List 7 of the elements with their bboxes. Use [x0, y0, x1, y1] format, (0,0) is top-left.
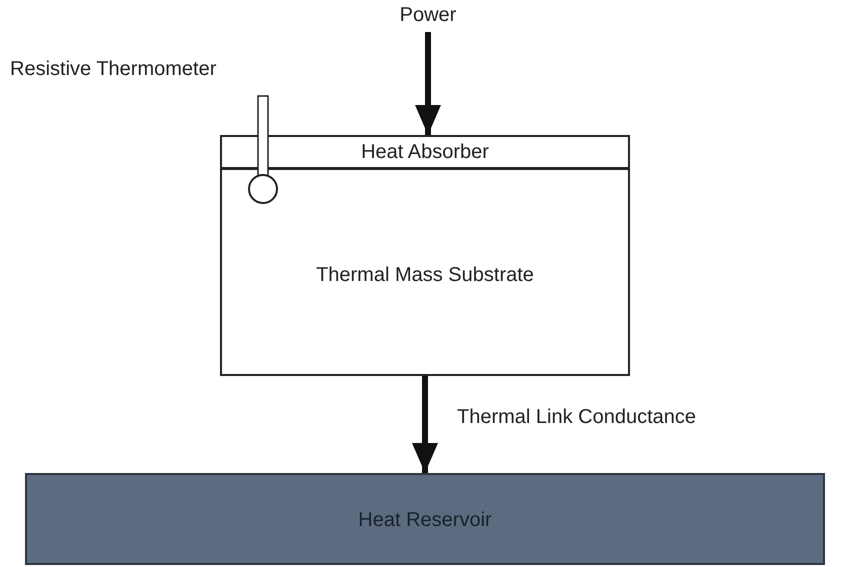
substrate-box: Thermal Mass Substrate [220, 168, 630, 376]
component-label: Resistive Thermometer [10, 58, 216, 81]
reservoir-block: Heat Reservoir [25, 473, 825, 565]
absorber-layer: Heat Absorber [220, 135, 630, 169]
arrow [415, 32, 441, 135]
arrow [412, 376, 438, 473]
input-label: Power [380, 4, 476, 32]
